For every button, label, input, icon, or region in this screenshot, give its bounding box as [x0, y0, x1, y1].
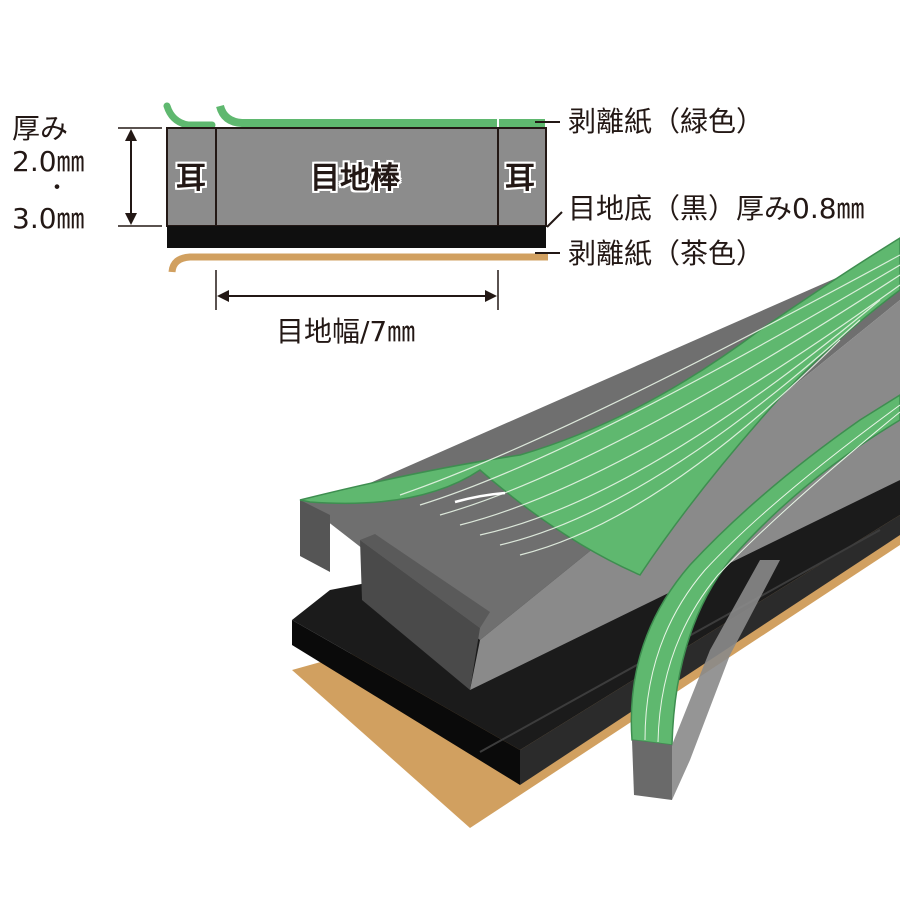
ear-left-label: 耳 — [176, 161, 206, 196]
gray-ear-front-3d — [632, 740, 672, 800]
width-arrow-head-left — [217, 290, 229, 302]
green-liner-curl-left — [163, 102, 216, 129]
thickness-separator: ・ — [46, 176, 69, 201]
thickness-arrow-head-bottom — [125, 213, 137, 225]
thickness-min-label: 2.0㎜ — [12, 145, 85, 178]
gray-bar-mid-top-3d — [360, 534, 490, 628]
leader-black — [546, 211, 563, 228]
gray-bar-mid-face-3d — [360, 540, 480, 690]
green-sheet-lines — [399, 254, 900, 556]
thickness-max-label: 3.0㎜ — [12, 202, 85, 235]
callout-release-green: 剥離紙（緑色） — [568, 105, 765, 138]
callout-release-brown: 剥離紙（茶色） — [568, 237, 765, 270]
thickness-label: 厚み — [12, 112, 69, 145]
gray-ear-side-3d — [672, 560, 780, 800]
width-label: 目地幅/7㎜ — [276, 315, 416, 348]
joint-bar-block — [215, 127, 499, 227]
width-arrow-head-right — [485, 290, 497, 302]
thickness-arrow-head-top — [125, 129, 137, 141]
callout-base-black: 目地底（黒）厚み0.8㎜ — [568, 192, 865, 225]
green-ear-strip-lines — [644, 404, 900, 741]
ear-right-label: 耳 — [505, 161, 535, 196]
green-sheet-highlight — [454, 491, 506, 504]
green-ear-strip-lines-2 — [657, 411, 900, 743]
brown-liner-curl — [168, 253, 548, 273]
green-ear-strip — [630, 394, 900, 746]
tape-3d-illustration — [292, 237, 900, 828]
joint-bar-label: 目地棒 — [310, 161, 400, 196]
cross-section — [118, 102, 563, 310]
black-base-front-3d — [292, 620, 520, 785]
green-liner-top — [216, 104, 545, 127]
black-base-layer — [167, 226, 546, 248]
gray-bar-front-3d — [300, 500, 330, 572]
